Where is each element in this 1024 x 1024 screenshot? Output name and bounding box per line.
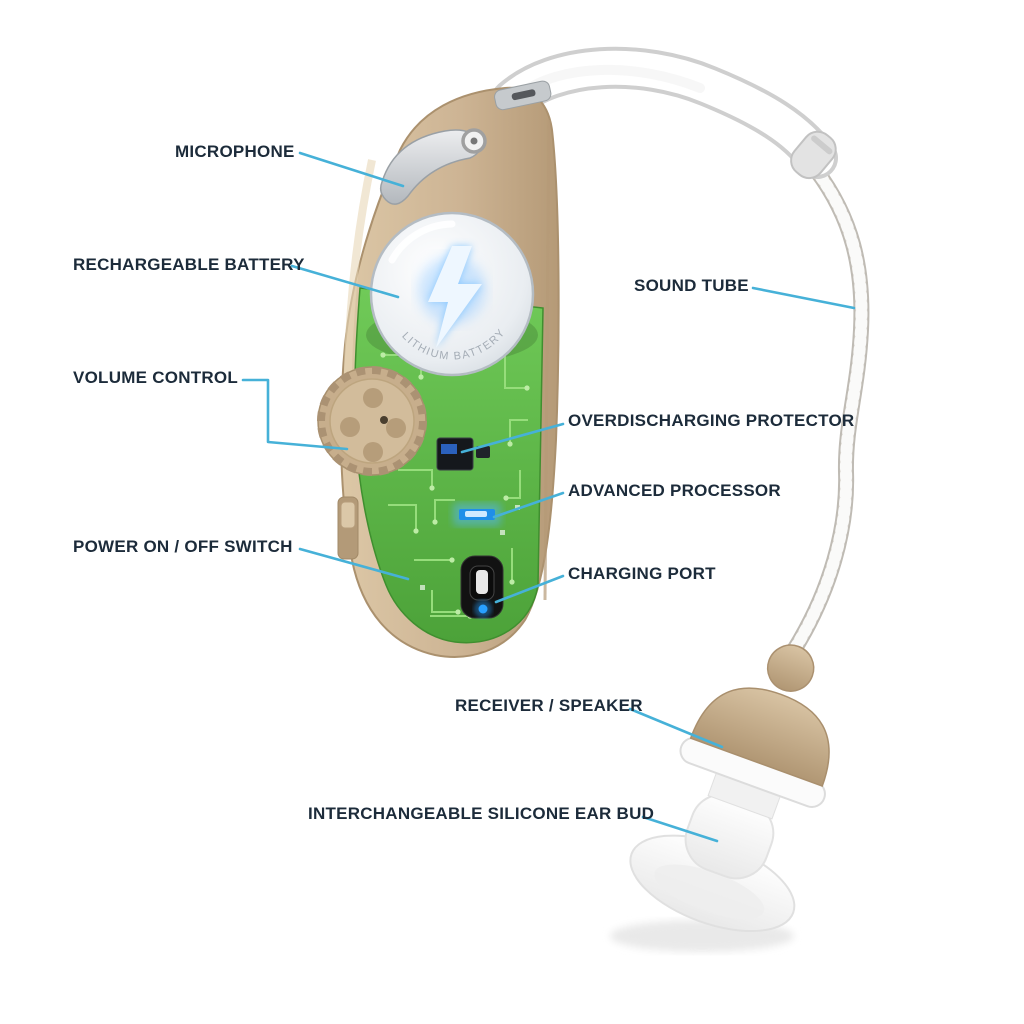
leader-line-protector xyxy=(460,422,565,454)
leader-line-microphone xyxy=(298,151,405,188)
leader-line-processor xyxy=(492,491,565,519)
battery-graphic: LITHIUM BATTERY xyxy=(369,211,535,377)
label-power-switch: POWER ON / OFF SWITCH xyxy=(73,537,293,556)
leader-line-earbud xyxy=(641,815,719,843)
leader-line-battery xyxy=(290,264,400,299)
top-hinge xyxy=(494,80,552,111)
power-switch-graphic xyxy=(337,496,359,560)
volume-wheel-graphic xyxy=(317,366,427,476)
leader-line-sound-tube xyxy=(751,286,856,310)
leader-line-receiver xyxy=(628,707,724,749)
shell-edge-line xyxy=(543,119,551,601)
receiver-earbud-assembly xyxy=(629,644,830,933)
label-advanced-processor: ADVANCED PROCESSOR xyxy=(568,481,781,500)
receiver-dome xyxy=(689,687,830,787)
ear-hook-graphic xyxy=(491,46,838,179)
leader-line-charging-port xyxy=(494,574,565,604)
circuit-traces xyxy=(383,352,528,617)
advanced-processor-chip xyxy=(453,503,501,526)
microphone-port xyxy=(461,128,487,154)
label-volume-control: VOLUME CONTROL xyxy=(73,368,238,387)
microphone-graphic xyxy=(379,129,481,205)
sound-tube-graphic xyxy=(786,162,870,658)
label-ear-bud: INTERCHANGEABLE SILICONE EAR BUD xyxy=(308,804,655,823)
tube-ball-joint xyxy=(766,644,815,692)
label-charging-port: CHARGING PORT xyxy=(568,564,716,583)
label-sound-tube: SOUND TUBE xyxy=(634,276,749,295)
label-receiver-speaker: RECEIVER / SPEAKER xyxy=(455,696,643,715)
label-microphone: MICROPHONE xyxy=(175,142,295,161)
charging-port-graphic xyxy=(460,555,504,619)
hook-collar xyxy=(790,130,837,180)
label-rechargeable-battery: RECHARGEABLE BATTERY xyxy=(73,255,305,274)
leader-line-volume xyxy=(241,378,349,451)
leader-line-power xyxy=(298,547,410,581)
overdischarging-protector-chip xyxy=(436,437,490,471)
label-overdischarging-protector: OVERDISCHARGING PROTECTOR xyxy=(568,411,855,430)
circuit-vias xyxy=(380,352,530,619)
